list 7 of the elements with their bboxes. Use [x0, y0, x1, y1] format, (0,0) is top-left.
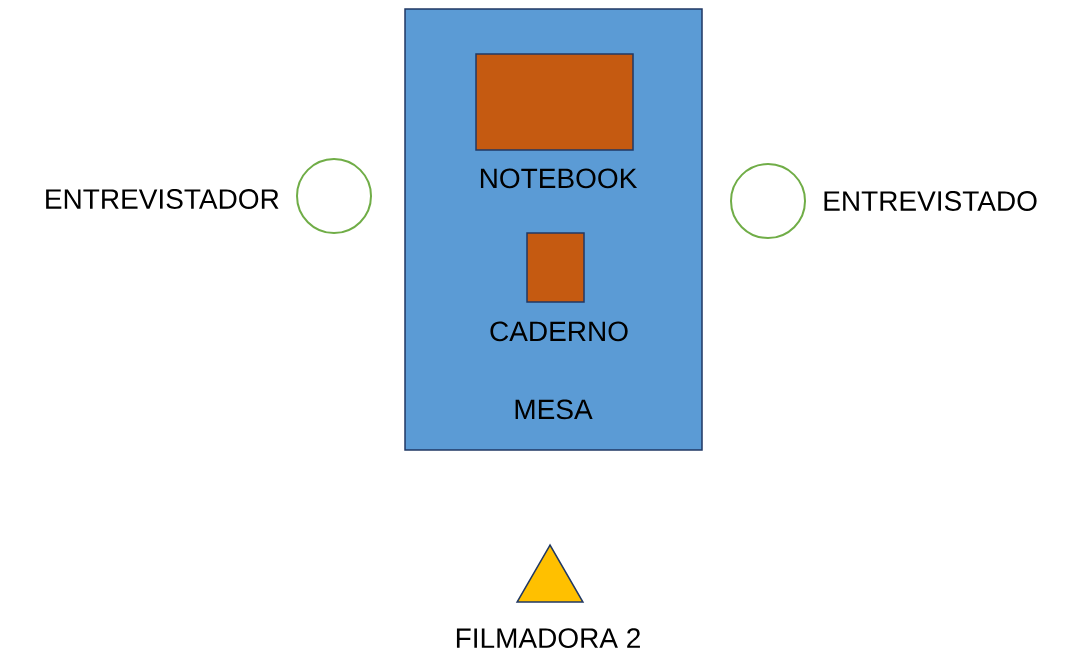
- node-label: NOTEBOOK: [480, 168, 638, 189]
- person-label: ENTREVISTADOR: [46, 189, 279, 209]
- camera-label: FILMADORA 2: [456, 628, 640, 649]
- notebook-box: CADERNO: [490, 232, 628, 342]
- person-label: ENTREVISTADO: [824, 191, 1037, 211]
- laptop-box: NOTEBOOK: [475, 53, 638, 189]
- node-label: CADERNO: [490, 321, 628, 342]
